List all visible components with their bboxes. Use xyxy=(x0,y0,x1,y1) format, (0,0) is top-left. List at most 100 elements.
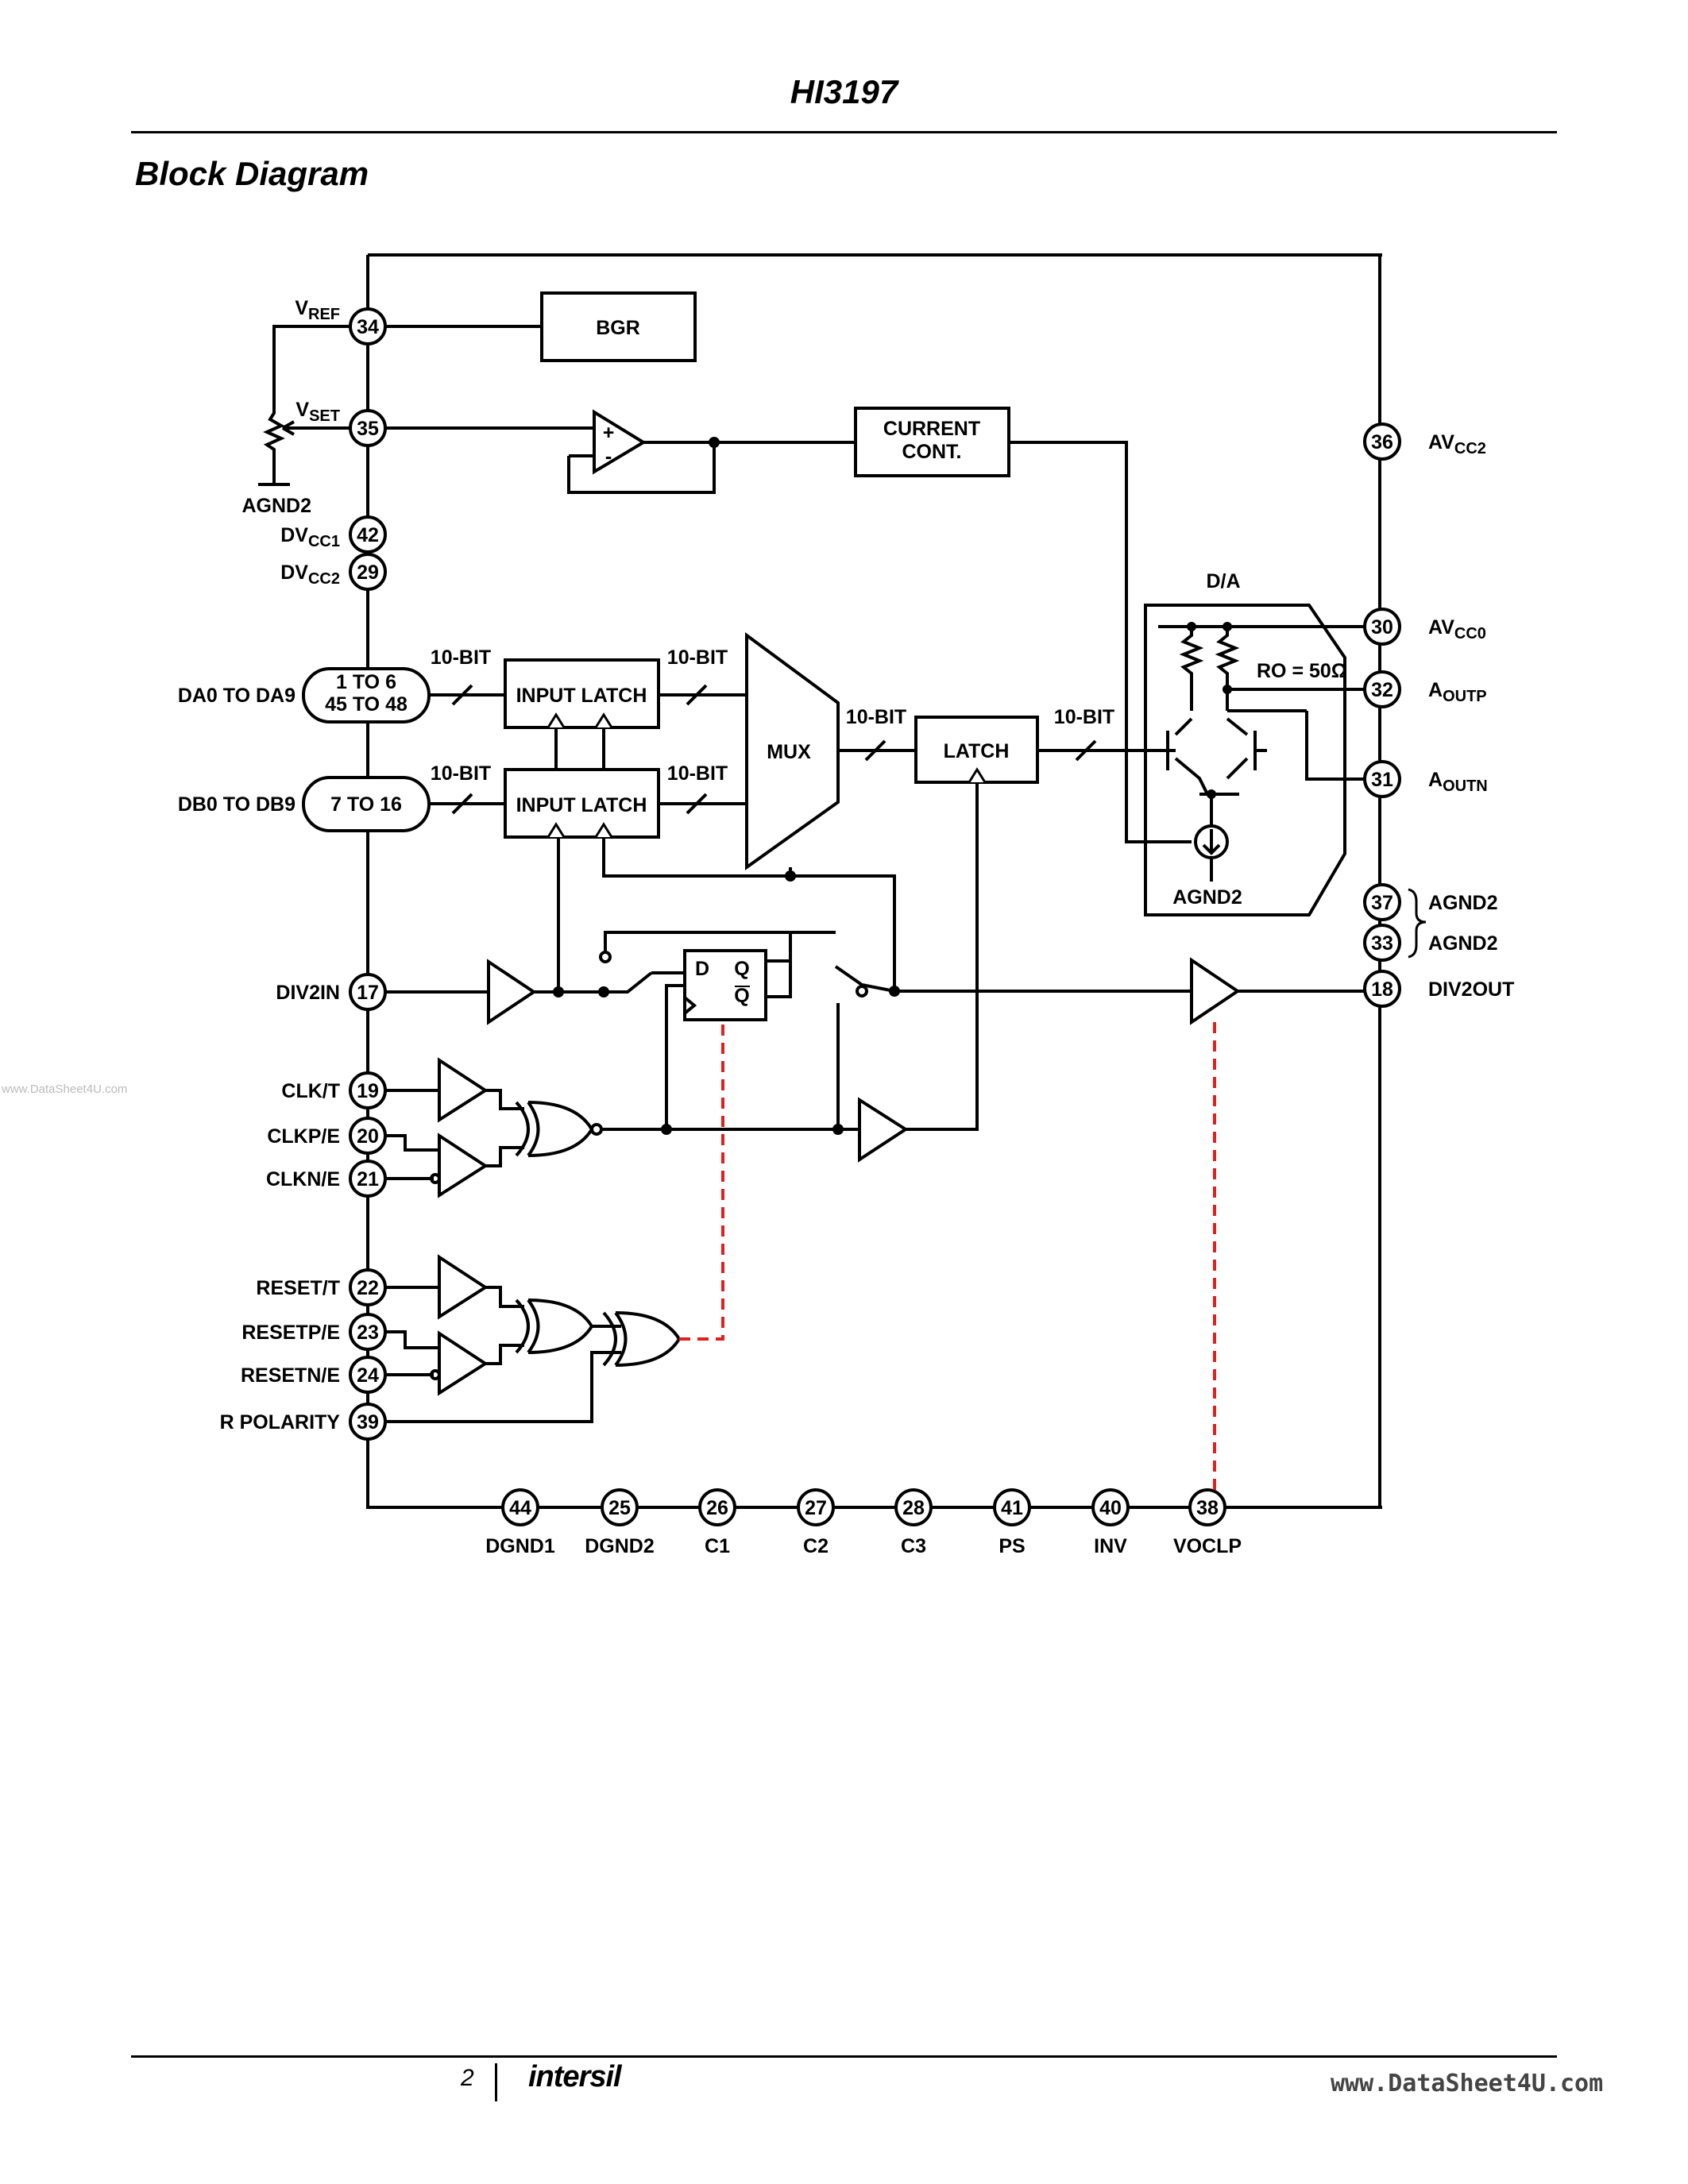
junction-dots xyxy=(553,437,1232,1135)
pin-name: C3 xyxy=(901,1535,926,1557)
current-cont-label: CONT. xyxy=(902,441,962,463)
da-bus-label: DA0 TO DA9 xyxy=(178,685,295,707)
clkt-label: CLK/T xyxy=(281,1080,340,1102)
footer-separator xyxy=(495,2063,497,2101)
pin-number: 20 xyxy=(357,1125,379,1148)
reset-buffer-t xyxy=(438,1254,489,1320)
bus-label: 10-BIT xyxy=(431,646,491,669)
aoutp-label: AOUTP xyxy=(1428,679,1487,705)
pin-number: 27 xyxy=(805,1497,827,1519)
pin-number: 41 xyxy=(1001,1497,1023,1519)
mux-label: MUX xyxy=(767,741,811,763)
clk-xor xyxy=(515,1101,594,1157)
header-rule xyxy=(131,131,1557,133)
clk-buffer-t xyxy=(438,1057,489,1123)
da-label: D/A xyxy=(1206,570,1240,592)
pin-number: 33 xyxy=(1371,932,1393,955)
section-title: Block Diagram xyxy=(135,155,369,192)
vref-pot xyxy=(258,325,350,486)
aoutn-label: AOUTN xyxy=(1428,769,1488,795)
pin-number: 42 xyxy=(357,524,379,546)
agnd2b-label: AGND2 xyxy=(1428,932,1498,955)
db-bus-label: DB0 TO DB9 xyxy=(178,793,295,816)
pin-name: DGND1 xyxy=(485,1535,555,1557)
resett-label: RESET/T xyxy=(256,1277,340,1299)
latch-label: LATCH xyxy=(944,740,1010,762)
pin-number: 34 xyxy=(357,316,379,338)
pin-name: C1 xyxy=(705,1535,730,1557)
pin-number: 31 xyxy=(1371,769,1393,791)
agnd2-inner-label: AGND2 xyxy=(1172,886,1242,909)
reset-to-ff-dashed xyxy=(679,1020,724,1341)
reset-xor-2 xyxy=(602,1311,682,1367)
agnd2-brace xyxy=(1408,888,1427,959)
pin-number: 22 xyxy=(357,1277,379,1299)
ro-label: RO = 50Ω xyxy=(1257,660,1347,682)
intersil-logo: intersil xyxy=(528,2060,622,2093)
div2in-buffer xyxy=(487,959,537,1025)
pin-number: 39 xyxy=(357,1411,379,1433)
ff-d-label: D xyxy=(695,958,709,980)
da-enclosure xyxy=(1144,604,1346,916)
rpol-label: R POLARITY xyxy=(220,1411,341,1433)
pin-number: 26 xyxy=(706,1497,728,1519)
pin-number: 44 xyxy=(509,1497,531,1519)
pin-name: PS xyxy=(999,1535,1025,1557)
clkp-label: CLKP/E xyxy=(267,1125,340,1148)
pin-name: DGND2 xyxy=(585,1535,655,1557)
div2out-buffer xyxy=(1190,957,1241,1025)
pin-number: 28 xyxy=(902,1497,925,1519)
pin-number: 29 xyxy=(357,561,379,584)
pin-number: 24 xyxy=(357,1364,379,1387)
pin-number: 25 xyxy=(608,1497,631,1519)
avcc2-label: AVCC2 xyxy=(1428,431,1486,457)
resetp-label: RESETP/E xyxy=(241,1322,340,1344)
latch-clk-buffer xyxy=(858,1097,909,1163)
input-latch-label: INPUT LATCH xyxy=(516,794,647,816)
pin-range: 45 TO 48 xyxy=(325,693,408,716)
pin-number: 36 xyxy=(1371,431,1393,453)
mux xyxy=(745,632,840,870)
opamp xyxy=(593,409,647,475)
input-latch-label: INPUT LATCH xyxy=(516,685,647,707)
pin-name: INV xyxy=(1094,1535,1127,1557)
pin-number: 19 xyxy=(357,1080,379,1102)
footer-rule xyxy=(131,2055,1557,2058)
pin-range: 1 TO 6 xyxy=(336,671,396,693)
chip-outline xyxy=(366,253,1382,1509)
footer-url: www.DataSheet4U.com xyxy=(1331,2070,1604,2097)
pin-name: C2 xyxy=(803,1535,829,1557)
clk-buffer-n xyxy=(438,1133,489,1198)
ff-qbar-label: Q xyxy=(734,985,749,1007)
pin-number: 32 xyxy=(1371,679,1393,701)
ff-q-label: Q xyxy=(734,958,749,980)
pin-name: VOCLP xyxy=(1173,1535,1242,1557)
pin-number: 35 xyxy=(357,418,379,440)
vset-label: VSET xyxy=(295,399,340,425)
opamp-minus: - xyxy=(605,446,612,468)
reset-buffer-n xyxy=(438,1330,489,1396)
pin-number: 40 xyxy=(1099,1497,1122,1519)
watermark: www.DataSheet4U.com xyxy=(2,1082,128,1096)
avcc0-label: AVCC0 xyxy=(1428,616,1486,642)
pin-number: 17 xyxy=(357,982,379,1004)
pin-range: 7 TO 16 xyxy=(330,793,402,816)
pin-number: 37 xyxy=(1371,892,1393,914)
bus-label: 10-BIT xyxy=(846,706,906,728)
bus-label: 10-BIT xyxy=(667,762,728,785)
dvcc1-label: DVCC1 xyxy=(280,524,340,550)
clkn-label: CLKN/E xyxy=(266,1168,340,1190)
resetn-label: RESETN/E xyxy=(241,1364,340,1387)
opamp-plus: + xyxy=(603,422,615,444)
pin-number: 18 xyxy=(1371,978,1393,1001)
dvcc2-label: DVCC2 xyxy=(280,561,340,588)
agnd2-label: AGND2 xyxy=(241,495,311,517)
pin-number: 30 xyxy=(1371,616,1393,639)
div2out-label: DIV2OUT xyxy=(1428,978,1514,1001)
current-cont-label: CURRENT xyxy=(883,418,980,440)
pin-number: 21 xyxy=(357,1168,379,1190)
pin-number: 38 xyxy=(1196,1497,1219,1519)
agnd2a-label: AGND2 xyxy=(1428,892,1498,914)
bus-label: 10-BIT xyxy=(431,762,491,785)
